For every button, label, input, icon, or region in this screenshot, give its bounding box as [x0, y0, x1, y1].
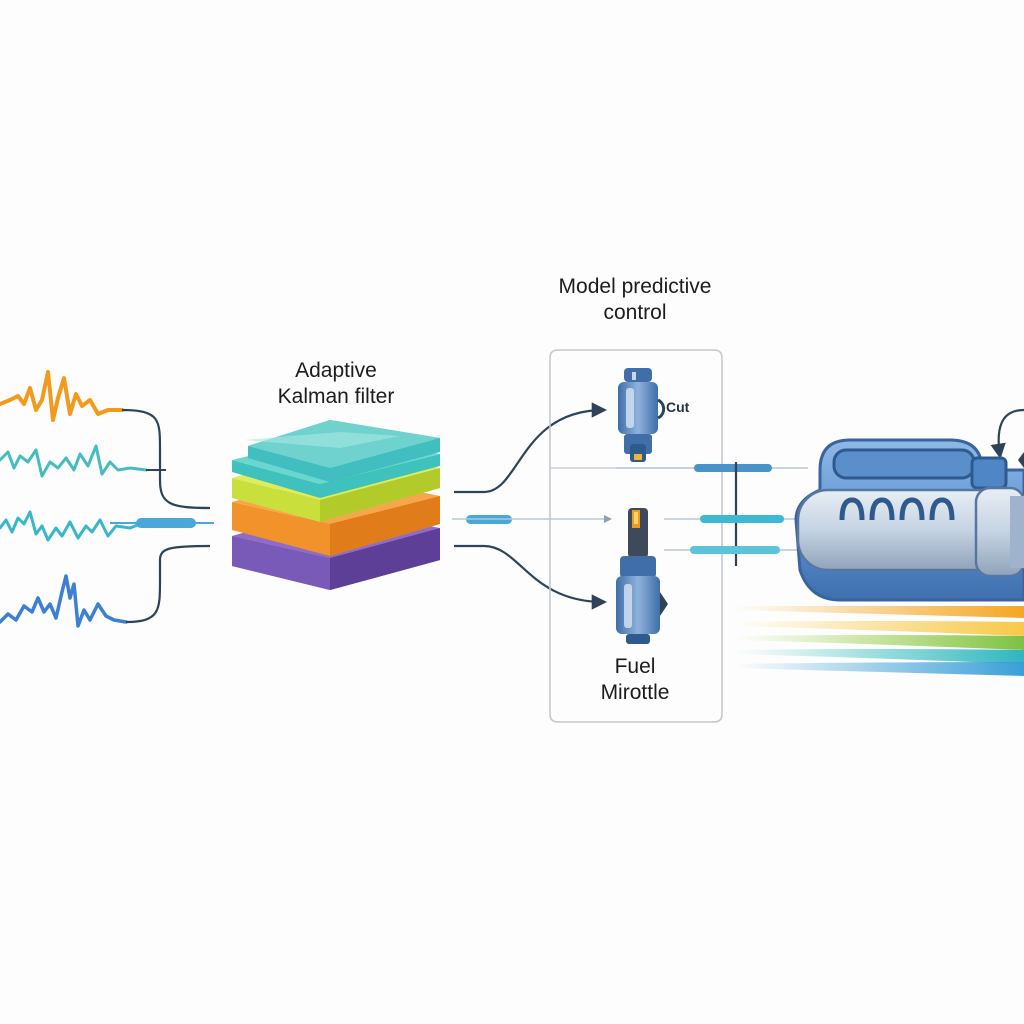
mpc-title-line1: Model predictive	[558, 275, 712, 298]
kalman-title-line2: Kalman filter	[277, 385, 395, 408]
kalman-filter-title: Adaptive Kalman filter	[236, 358, 436, 410]
signal-wave-cyan	[0, 510, 142, 542]
signal-wave-teal	[0, 444, 148, 478]
kalman-filter-stack	[232, 420, 440, 590]
mpc-title-line2: control	[603, 301, 667, 324]
engine-icon	[794, 408, 1024, 602]
signal-wave-blue	[0, 574, 128, 628]
sensor-signals	[0, 370, 214, 628]
fuel-label-line2: Mirottle	[600, 681, 670, 704]
output-streams	[736, 606, 1024, 676]
fuel-actuator-icon	[616, 508, 668, 644]
arrow-to-fuel-actuator	[454, 544, 608, 610]
mpc-title: Model predictive control	[520, 274, 750, 326]
cut-actuator-icon	[618, 368, 666, 462]
control-rails	[616, 462, 808, 566]
signal-wire-3	[125, 544, 211, 624]
kalman-title-line1: Adaptive	[295, 359, 377, 382]
kalman-outputs	[452, 402, 612, 610]
signal-wire-1	[121, 408, 211, 510]
signal-wave-orange	[0, 370, 124, 422]
fuel-actuator-label: Fuel Mirottle	[560, 654, 710, 706]
arrow-to-cut-actuator	[454, 402, 608, 494]
cut-actuator-label: Cut	[666, 399, 690, 415]
fuel-label-line1: Fuel	[614, 655, 656, 678]
